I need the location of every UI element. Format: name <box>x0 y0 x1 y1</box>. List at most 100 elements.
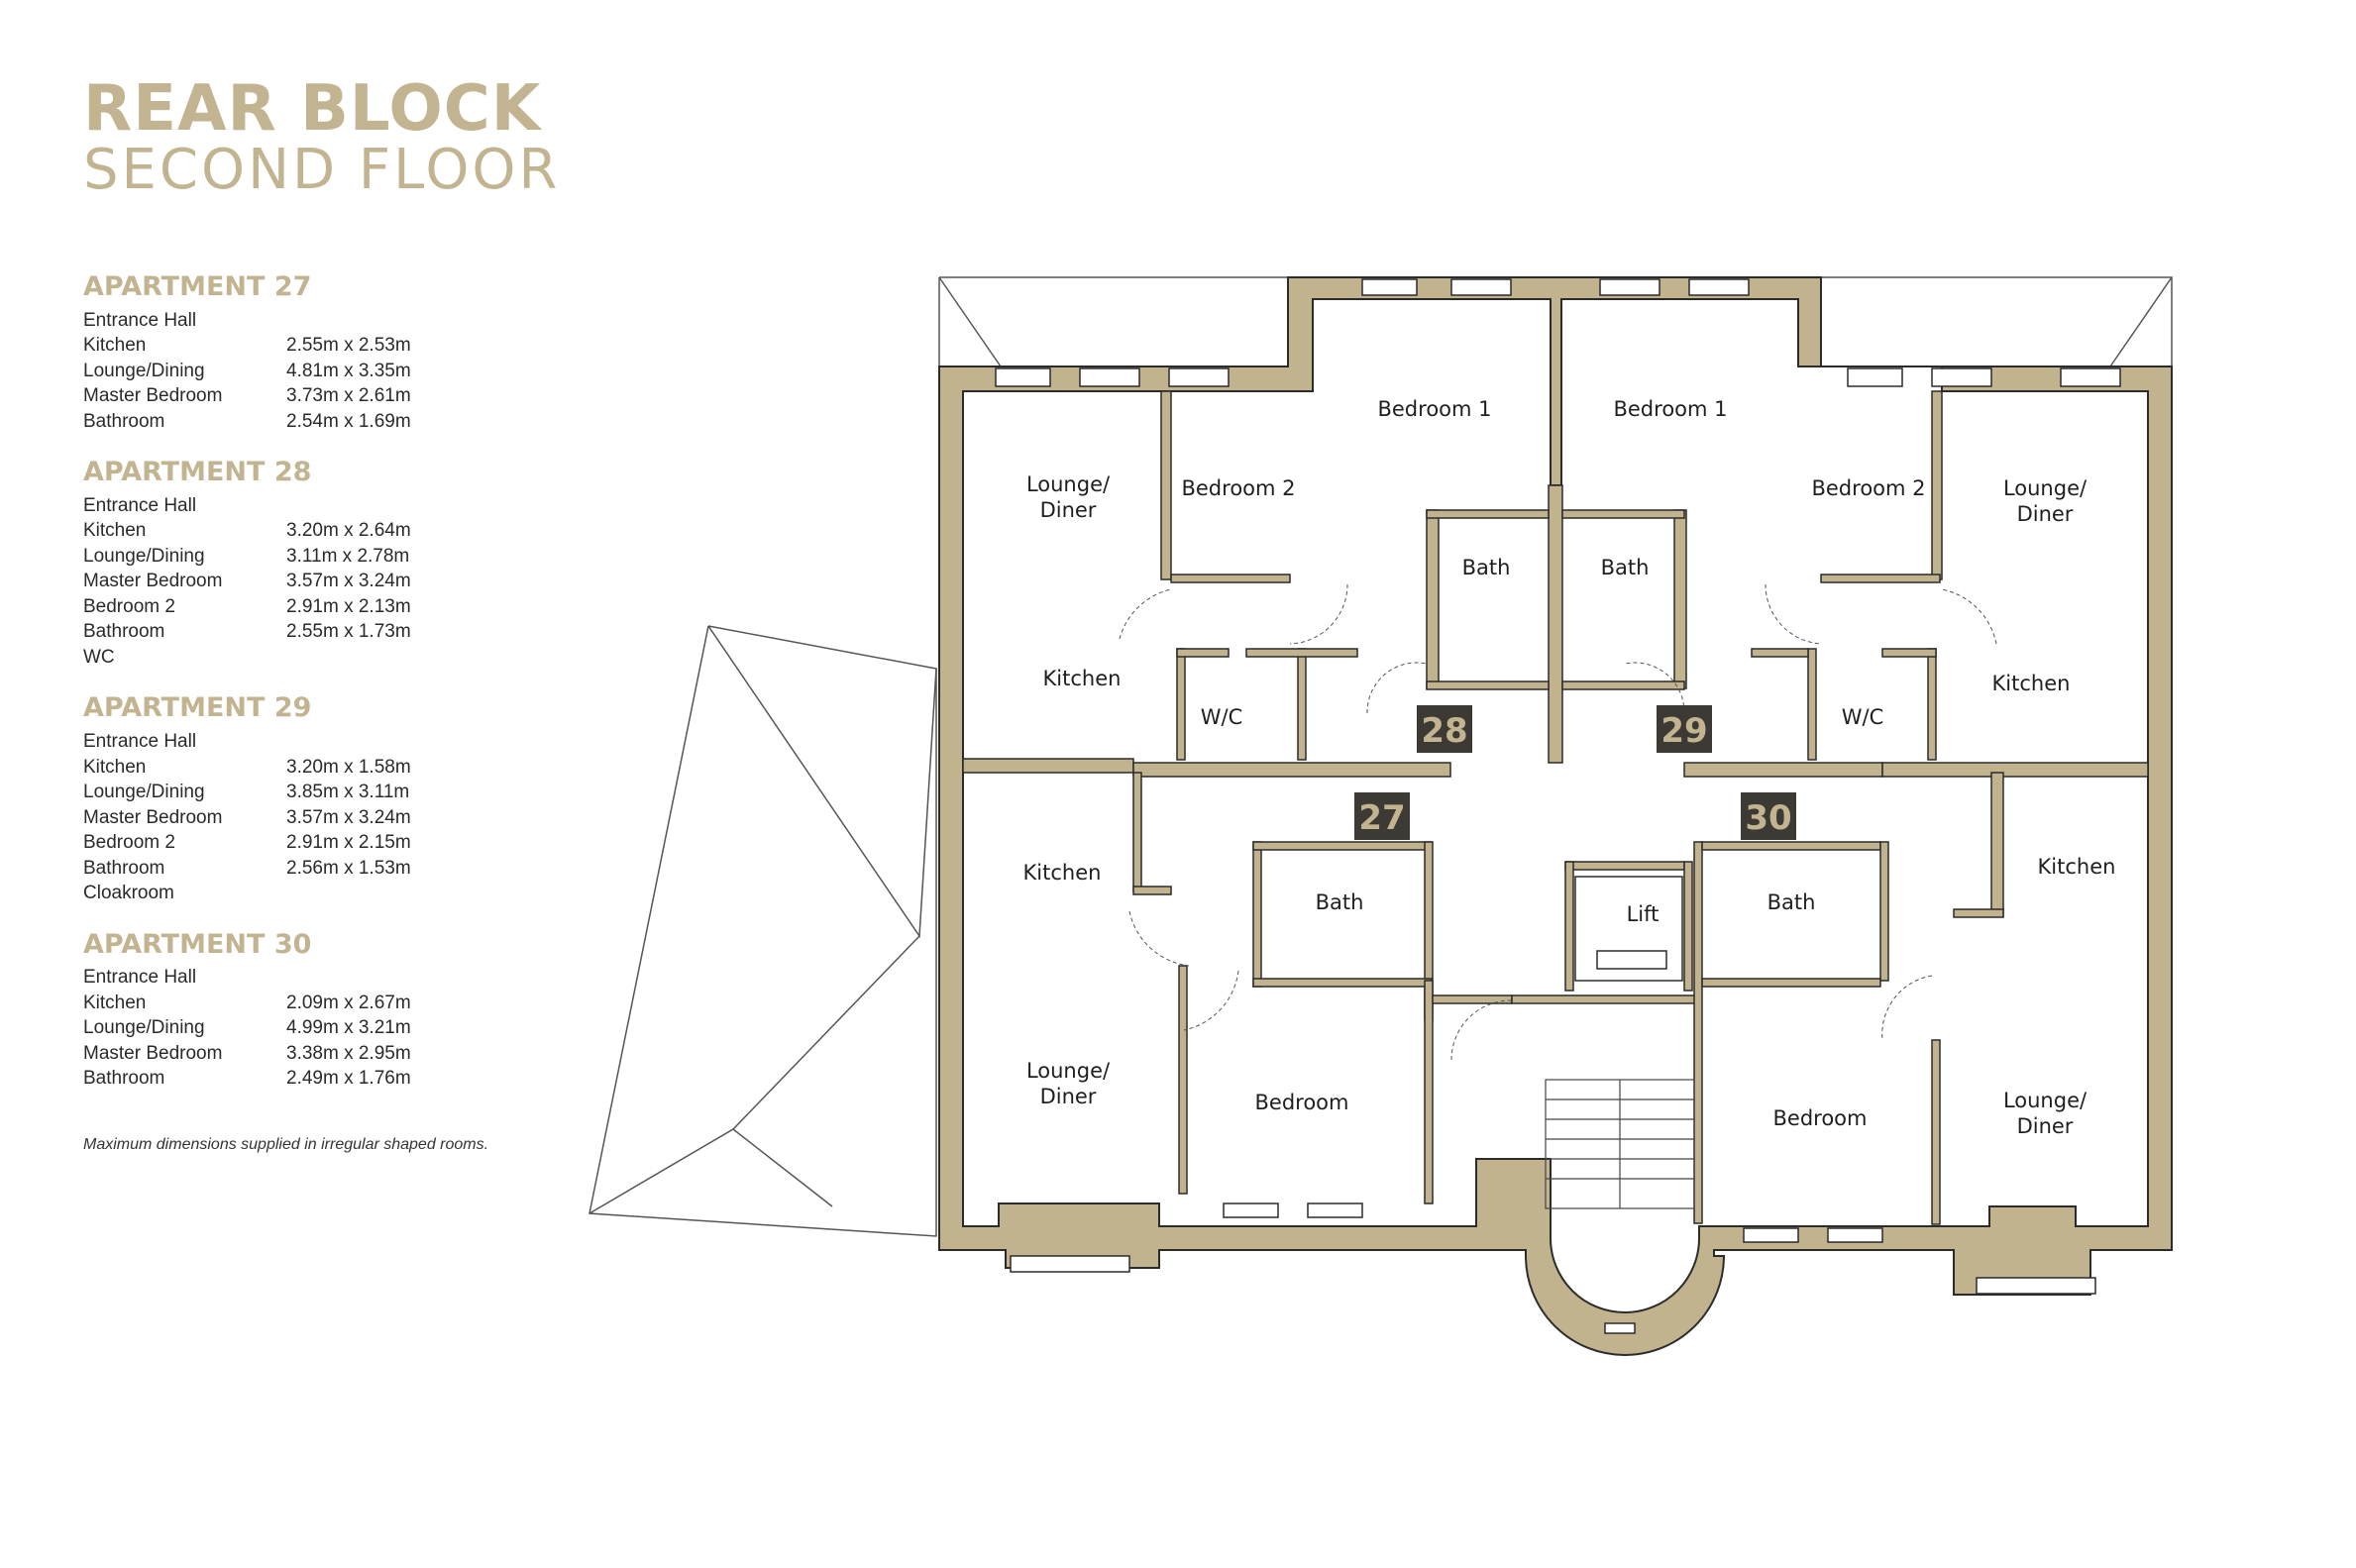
room-name: Kitchen <box>83 335 147 357</box>
label-bath-br: Bath <box>1767 890 1816 914</box>
unit-number-text: 29 <box>1660 711 1707 751</box>
unit-number-bg <box>1741 792 1796 840</box>
room-dims: 4.99m x 3.21m <box>286 1017 411 1039</box>
unit-number-28: 28 <box>1417 705 1472 753</box>
unit-number-30: 30 <box>1741 792 1796 840</box>
room-name: Lounge/Dining <box>83 1017 205 1039</box>
room-dims: 2.09m x 2.67m <box>286 992 411 1013</box>
adjacent-roof-outline <box>589 625 937 1237</box>
unit-number-29: 29 <box>1657 705 1712 753</box>
room-dims: 2.49m x 1.76m <box>286 1068 411 1090</box>
label-bath-tr: Bath <box>1601 556 1650 579</box>
room-name: Master Bedroom <box>83 806 223 828</box>
room-row: Lounge/Dining 3.11m x 2.78m <box>83 544 559 570</box>
apartment-schedule: APARTMENT 27 Entrance Hall Kitchen 2.55m … <box>83 272 559 1115</box>
room-dims: 3.85m x 3.11m <box>286 782 410 803</box>
label-wc-right: W/C <box>1842 705 1884 729</box>
apartment-heading: APARTMENT 29 <box>83 692 312 724</box>
room-row: Kitchen 2.55m x 2.53m <box>83 333 559 359</box>
room-row: Bedroom 2 2.91m x 2.15m <box>83 830 559 856</box>
unit-number-bg <box>1657 705 1712 753</box>
interior-walls <box>962 390 2149 1225</box>
room-dims: 2.91m x 2.15m <box>286 832 411 854</box>
room-row: Entrance Hall <box>83 493 559 519</box>
unit-number-text: 28 <box>1421 711 1467 751</box>
label-wc-left: W/C <box>1201 705 1243 729</box>
room-name: WC <box>83 646 115 668</box>
label-lounge-tl-line1: Lounge/ <box>1026 472 1111 496</box>
label-kitchen-br: Kitchen <box>2038 855 2116 879</box>
label-bedroom1-left: Bedroom 1 <box>1377 397 1491 421</box>
unit-number-bg <box>1354 792 1410 840</box>
exterior-walls <box>938 276 2173 1356</box>
room-dims: 3.20m x 2.64m <box>286 520 411 542</box>
room-name: Entrance Hall <box>83 731 197 753</box>
label-kitchen-bl: Kitchen <box>1023 861 1102 885</box>
room-row: Entrance Hall <box>83 729 559 755</box>
room-dims: 4.81m x 3.35m <box>286 360 411 381</box>
label-bedroom-br: Bedroom <box>1773 1106 1868 1130</box>
door-swings <box>1119 583 1997 1061</box>
room-row: Master Bedroom 3.38m x 2.95m <box>83 1041 559 1067</box>
room-name: Kitchen <box>83 520 147 542</box>
room-dims: 2.55m x 2.53m <box>286 335 411 357</box>
apartment-28: APARTMENT 28 Entrance Hall Kitchen 3.20m … <box>83 458 559 670</box>
room-row: Cloakroom <box>83 881 559 906</box>
room-name: Lounge/Dining <box>83 360 205 381</box>
room-name: Master Bedroom <box>83 385 223 407</box>
label-lounge-tl-line2: Diner <box>1040 498 1097 522</box>
room-row: Entrance Hall <box>83 965 559 991</box>
room-name: Bedroom 2 <box>83 595 175 617</box>
room-dims: 3.11m x 2.78m <box>286 545 410 567</box>
page-subtitle: SECOND FLOOR <box>83 138 561 202</box>
room-name: Bedroom 2 <box>83 832 175 854</box>
label-lounge-tr-line1: Lounge/ <box>2003 476 2088 500</box>
label-bath-bl: Bath <box>1316 890 1364 914</box>
label-lounge-br-line2: Diner <box>2017 1114 2074 1138</box>
room-name: Lounge/Dining <box>83 545 205 567</box>
room-dims: 3.57m x 3.24m <box>286 806 411 828</box>
page-title: REAR BLOCK <box>83 72 542 146</box>
room-name: Kitchen <box>83 992 147 1013</box>
room-name: Entrance Hall <box>83 309 197 331</box>
apartment-heading: APARTMENT 28 <box>83 457 312 488</box>
room-dims: 3.73m x 2.61m <box>286 385 411 407</box>
staircase <box>1545 1079 1695 1209</box>
label-bedroom-bl: Bedroom <box>1255 1091 1349 1114</box>
room-name: Master Bedroom <box>83 1042 223 1064</box>
room-name: Cloakroom <box>83 883 174 904</box>
label-lounge-bl-line1: Lounge/ <box>1026 1059 1111 1083</box>
label-lift: Lift <box>1627 902 1660 926</box>
label-lounge-bl-line2: Diner <box>1040 1085 1097 1108</box>
room-row: Master Bedroom 3.73m x 2.61m <box>83 383 559 409</box>
room-dims: 3.57m x 3.24m <box>286 571 411 592</box>
room-dims: 3.20m x 1.58m <box>286 756 411 778</box>
room-row: Lounge/Dining 4.99m x 3.21m <box>83 1015 559 1041</box>
unit-number-text: 30 <box>1745 798 1791 838</box>
room-row: WC <box>83 645 559 671</box>
room-dims: 2.91m x 2.13m <box>286 595 411 617</box>
room-name: Bathroom <box>83 621 165 643</box>
label-lounge-tr-line2: Diner <box>2017 502 2074 526</box>
room-row: Master Bedroom 3.57m x 3.24m <box>83 805 559 831</box>
unit-number-bg <box>1417 705 1472 753</box>
room-dims: 2.56m x 1.53m <box>286 857 411 879</box>
room-row: Bedroom 2 2.91m x 2.13m <box>83 594 559 620</box>
windows <box>995 278 2121 1334</box>
room-row: Kitchen 2.09m x 2.67m <box>83 991 559 1016</box>
label-kitchen-tl: Kitchen <box>1043 667 1122 690</box>
apartment-heading: APARTMENT 27 <box>83 271 312 302</box>
label-bedroom2-left: Bedroom 2 <box>1181 476 1295 500</box>
lift-shaft <box>1574 876 1683 982</box>
room-dims: 3.38m x 2.95m <box>286 1042 411 1064</box>
room-row: Kitchen 3.20m x 2.64m <box>83 518 559 544</box>
